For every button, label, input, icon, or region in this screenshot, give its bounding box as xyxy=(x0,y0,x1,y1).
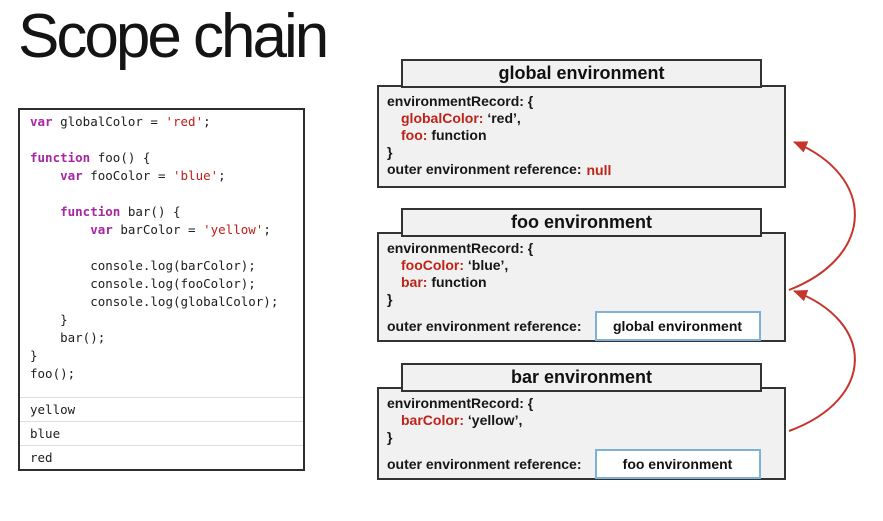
record-close: } xyxy=(387,291,393,307)
code-listing: var globalColor = 'red'; function foo() … xyxy=(30,113,301,383)
record-open: environmentRecord: { xyxy=(387,240,534,256)
code-line: var fooColor = 'blue'; xyxy=(60,168,226,183)
code-line: foo(); xyxy=(30,366,76,381)
env-box-foo: environmentRecord: { fooColor: ‘blue’,ba… xyxy=(377,232,786,342)
record-entry: bar: function xyxy=(401,274,487,290)
code-line: bar(); xyxy=(30,330,106,345)
code-line: console.log(fooColor); xyxy=(30,276,256,291)
code-line: var globalColor = 'red'; xyxy=(30,114,211,129)
code-line: function bar() { xyxy=(60,204,181,219)
code-line xyxy=(30,185,301,203)
record-entries: fooColor: ‘blue’,bar: function xyxy=(387,257,776,291)
record-entries: barColor: ‘yellow’, xyxy=(387,412,776,429)
outer-reference-line: outer environment reference: global envi… xyxy=(387,311,776,341)
env-title-global-label: global environment xyxy=(498,63,665,83)
record-entries: globalColor: ‘red’,foo: function xyxy=(387,110,776,144)
env-title-global: global environment xyxy=(401,59,762,88)
output-row: red xyxy=(20,445,303,469)
record-close: } xyxy=(387,429,393,445)
arrow-foo-to-global xyxy=(788,141,856,291)
record-close: } xyxy=(387,144,393,160)
code-line: var barColor = 'yellow'; xyxy=(90,222,271,237)
record-open: environmentRecord: { xyxy=(387,93,534,109)
code-line: } xyxy=(30,348,38,363)
env-title-bar: bar environment xyxy=(401,363,762,392)
env-title-bar-label: bar environment xyxy=(510,367,653,387)
record-entry: barColor: ‘yellow’, xyxy=(401,412,523,428)
outer-reference-box: global environment xyxy=(594,311,761,341)
outer-reference-label: outer environment reference: xyxy=(387,317,582,334)
outer-reference-value: null xyxy=(586,161,612,178)
code-line: console.log(globalColor); xyxy=(30,294,279,309)
outer-reference-line: outer environment reference: foo environ… xyxy=(387,449,776,479)
outer-reference-line: outer environment reference: null xyxy=(387,161,776,178)
code-line xyxy=(30,239,301,257)
record-entry: fooColor: ‘blue’, xyxy=(401,257,509,273)
code-line: } xyxy=(30,312,68,327)
outer-reference-box: foo environment xyxy=(594,449,761,479)
code-line: console.log(barColor); xyxy=(30,258,256,273)
record-open: environmentRecord: { xyxy=(387,395,534,411)
code-panel: var globalColor = 'red'; function foo() … xyxy=(18,108,305,471)
output-row: yellow xyxy=(20,397,303,421)
outer-reference-label: outer environment reference: xyxy=(387,161,582,177)
record-entry: foo: function xyxy=(401,127,487,143)
env-title-foo: foo environment xyxy=(401,208,762,237)
outer-reference-label: outer environment reference: xyxy=(387,455,582,472)
env-title-foo-label: foo environment xyxy=(510,212,652,232)
record-entry: globalColor: ‘red’, xyxy=(401,110,521,126)
env-box-bar: environmentRecord: { barColor: ‘yellow’,… xyxy=(377,387,786,480)
code-line: function foo() { xyxy=(30,150,151,165)
env-box-global: environmentRecord: { globalColor: ‘red’,… xyxy=(377,85,786,188)
output-row: blue xyxy=(20,421,303,445)
arrow-bar-to-foo xyxy=(788,289,856,432)
code-line xyxy=(30,131,301,149)
page-title: Scope chain xyxy=(18,2,329,71)
